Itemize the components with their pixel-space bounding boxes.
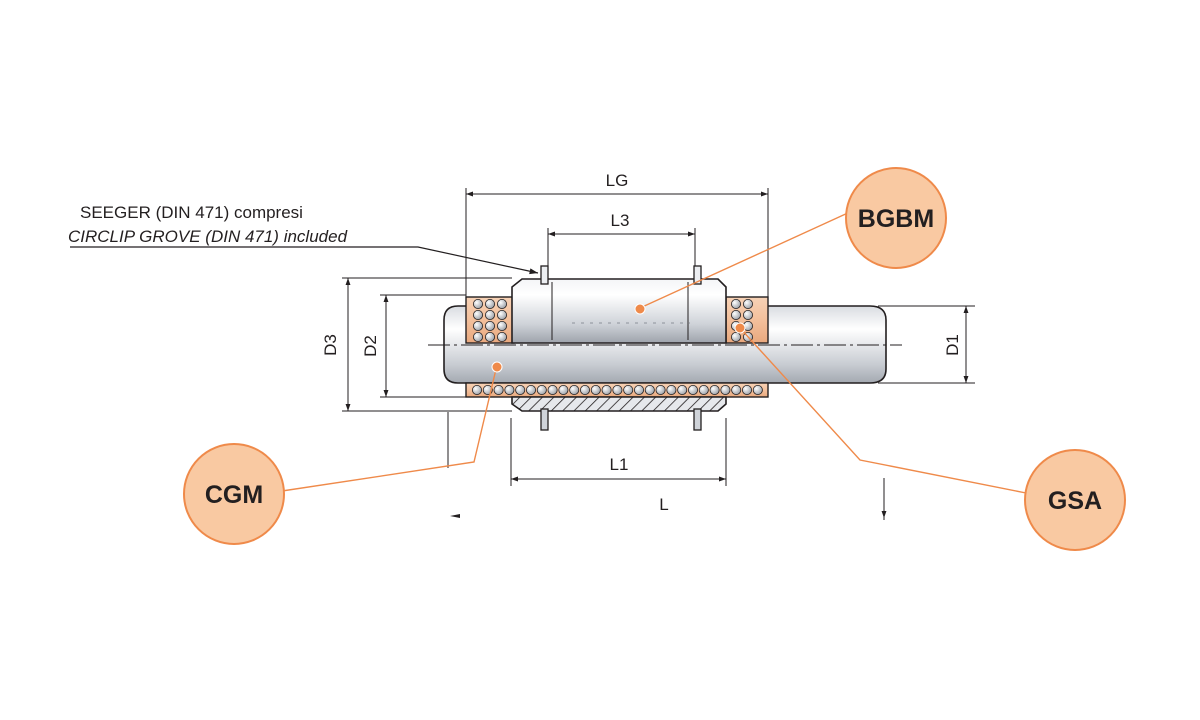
ball (731, 331, 742, 342)
callout-gsa-label: GSA (1048, 487, 1102, 515)
circlip-top-left (540, 265, 549, 285)
ball (688, 384, 699, 395)
ball (644, 384, 655, 395)
bushing-housing (511, 278, 727, 412)
ball (612, 384, 623, 395)
ball (590, 384, 601, 395)
ball (484, 298, 495, 309)
ball (484, 331, 495, 342)
ball (471, 384, 482, 395)
ball (677, 384, 688, 395)
ball (731, 298, 742, 309)
ball (536, 384, 547, 395)
ball (601, 384, 612, 395)
callout-bgbm: BGBM (845, 167, 947, 269)
ball (496, 320, 507, 331)
ball (558, 384, 569, 395)
circlip-note-line2: CIRCLIP GROVE (DIN 471) included (68, 227, 348, 246)
dim-d3-label: D3 (321, 334, 340, 356)
ball (484, 320, 495, 331)
ball (709, 384, 720, 395)
ball (743, 309, 754, 320)
ball (742, 384, 753, 395)
ball (493, 384, 504, 395)
ball (752, 384, 763, 395)
dim-l-label: L (659, 495, 668, 514)
ball (698, 384, 709, 395)
ball (472, 298, 483, 309)
ball (496, 309, 507, 320)
circlip-leader (70, 246, 539, 275)
dim-lg-label: LG (606, 171, 629, 190)
ball (504, 384, 515, 395)
ball (547, 384, 558, 395)
ball (472, 320, 483, 331)
dimension-lines (345, 191, 969, 518)
ball (496, 331, 507, 342)
dim-l1-label: L1 (610, 455, 629, 474)
callout-gsa: GSA (1024, 449, 1126, 551)
ball (472, 331, 483, 342)
ball (472, 309, 483, 320)
ball (623, 384, 634, 395)
callout-cgm-label: CGM (205, 481, 263, 509)
ball (515, 384, 526, 395)
balls (471, 298, 763, 395)
ball (634, 384, 645, 395)
circlip-top-right (693, 265, 702, 285)
ball (496, 298, 507, 309)
ball (484, 309, 495, 320)
callout-bgbm-label: BGBM (858, 205, 934, 233)
ball (526, 384, 537, 395)
ball (731, 309, 742, 320)
dim-d2-label: D2 (361, 335, 380, 357)
callout-cgm: CGM (183, 443, 285, 545)
circlip-note-line1: SEEGER (DIN 471) compresi (80, 203, 303, 222)
circlip-bottom-right (693, 408, 702, 431)
ball (731, 384, 742, 395)
ball (720, 384, 731, 395)
dim-l3-label: L3 (611, 211, 630, 230)
ball (743, 298, 754, 309)
dim-d1-label: D1 (943, 334, 962, 356)
ball (580, 384, 591, 395)
callout-leaders (281, 211, 1027, 494)
ball (666, 384, 677, 395)
circlip-bottom-left (540, 408, 549, 431)
callout-dots (491, 303, 746, 373)
ball (655, 384, 666, 395)
ball (569, 384, 580, 395)
